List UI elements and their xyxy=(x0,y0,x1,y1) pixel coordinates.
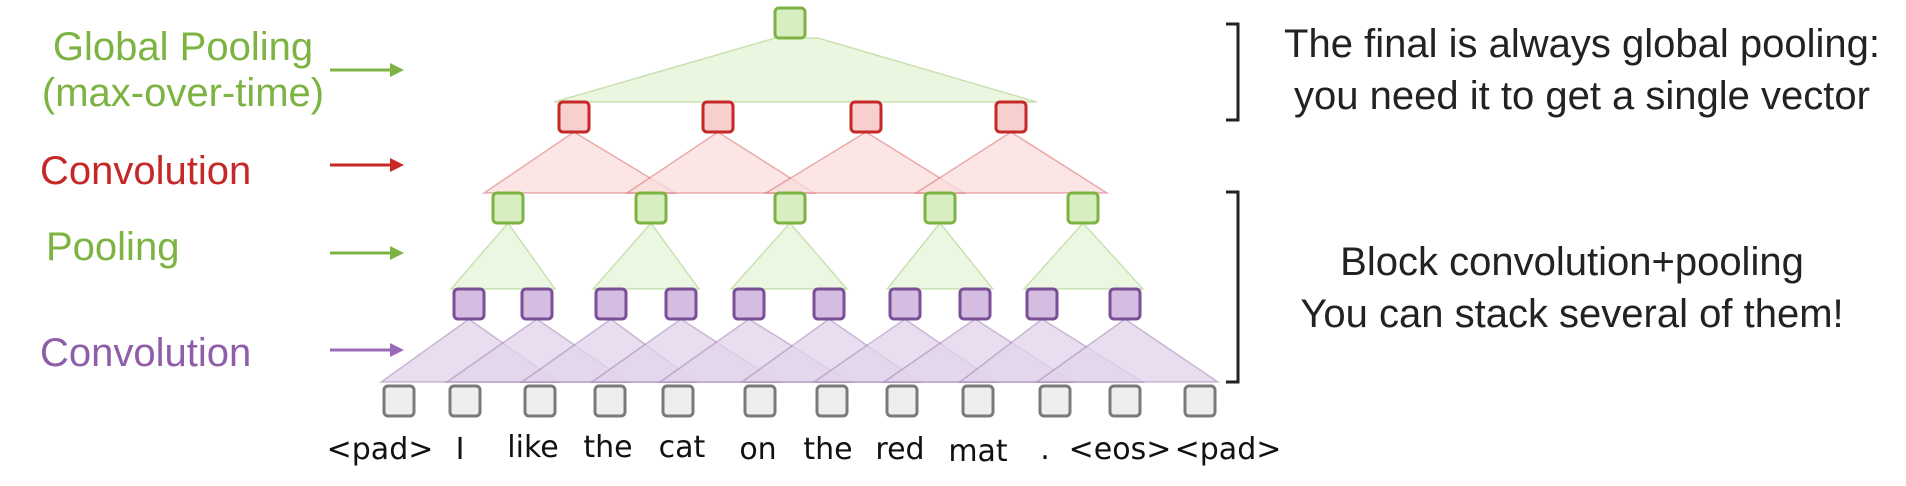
token-box xyxy=(885,384,919,418)
conv1-output-box xyxy=(812,287,846,321)
pool-receptive-field xyxy=(591,221,701,290)
token-box xyxy=(743,384,777,418)
global-pooling-subtitle: (max-over-time) xyxy=(41,71,325,115)
conv1-output-box xyxy=(520,287,554,321)
conv1-output-box xyxy=(958,287,992,321)
pool-output-box xyxy=(773,191,807,225)
token-box xyxy=(382,384,416,418)
conv1-output-box xyxy=(1108,287,1142,321)
token-word: <pad> xyxy=(1174,432,1282,467)
conv1-output-box xyxy=(732,287,766,321)
token-word: <eos> xyxy=(1068,432,1172,467)
token-word: cat xyxy=(658,430,706,465)
conv2-output-box xyxy=(849,100,883,134)
pooling-arrow-head xyxy=(390,246,404,260)
token-word: red xyxy=(875,432,925,467)
token-box xyxy=(1038,384,1072,418)
block-note-line1: Block convolution+pooling xyxy=(1340,240,1804,284)
pool-receptive-field xyxy=(885,221,995,290)
conv2-output-box xyxy=(557,100,591,134)
conv2-output-box xyxy=(994,100,1028,134)
conv1-output-box xyxy=(594,287,628,321)
token-box xyxy=(448,384,482,418)
token-box xyxy=(961,384,995,418)
pool-output-box xyxy=(1066,191,1100,225)
conv2-receptive-field xyxy=(624,131,817,194)
global-pooling-note: The final is always global pooling: you … xyxy=(1262,18,1902,122)
conv1-output-box xyxy=(888,287,922,321)
global-pooling-label: Global Pooling (max-over-time) xyxy=(28,24,338,116)
global-pooling-note-line1: The final is always global pooling: xyxy=(1284,22,1880,66)
pool-receptive-field xyxy=(729,221,849,290)
token-word: the xyxy=(583,430,633,465)
conv2-receptive-field xyxy=(913,131,1110,194)
global-pool-output-box xyxy=(773,6,807,40)
conv2-receptive-field xyxy=(763,131,967,194)
token-word: on xyxy=(739,432,777,467)
conv1-output-box xyxy=(664,287,698,321)
global-pooling-arrow-head xyxy=(390,63,404,77)
global-pooling-bracket xyxy=(1226,22,1240,122)
token-box xyxy=(1183,384,1217,418)
conv2-output-box xyxy=(701,100,735,134)
pool-output-box xyxy=(634,191,668,225)
conv1-output-box xyxy=(452,287,486,321)
convolution-lower-label: Convolution xyxy=(40,331,252,375)
pool-output-box xyxy=(491,191,525,225)
pool-output-box xyxy=(923,191,957,225)
token-word: I xyxy=(455,432,465,467)
block-note: Block convolution+pooling You can stack … xyxy=(1262,236,1882,340)
global-pooling-title: Global Pooling xyxy=(52,25,314,69)
conv2-receptive-field xyxy=(481,131,678,194)
pool-receptive-field xyxy=(449,221,557,290)
token-box xyxy=(523,384,557,418)
pooling-label: Pooling xyxy=(46,225,180,269)
pool-receptive-field xyxy=(1022,221,1145,290)
conv1-output-box xyxy=(1025,287,1059,321)
token-box xyxy=(593,384,627,418)
global-pooling-note-line2: you need it to get a single vector xyxy=(1294,74,1870,118)
token-box xyxy=(1108,384,1142,418)
conv1-receptive-field xyxy=(1034,318,1221,383)
block-bracket xyxy=(1226,190,1240,384)
token-word: the xyxy=(803,432,853,467)
token-word: <pad> xyxy=(326,432,434,467)
token-word: mat xyxy=(948,434,1008,469)
token-box xyxy=(661,384,695,418)
global-pooling-field xyxy=(553,37,1038,103)
token-word: like xyxy=(507,430,559,465)
token-word: . xyxy=(1040,432,1050,467)
convolution-upper-arrow-head xyxy=(390,158,404,172)
block-note-line2: You can stack several of them! xyxy=(1300,292,1844,336)
convolution-upper-label: Convolution xyxy=(40,149,252,193)
convolution-lower-arrow-head xyxy=(390,343,404,357)
token-box xyxy=(815,384,849,418)
